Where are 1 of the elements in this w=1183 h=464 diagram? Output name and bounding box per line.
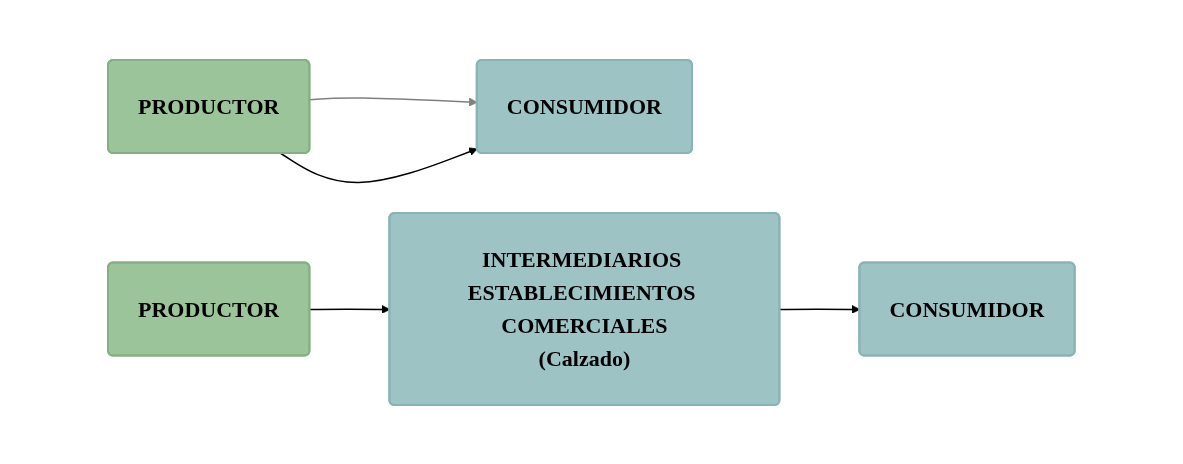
- arrow: [280, 147, 478, 183]
